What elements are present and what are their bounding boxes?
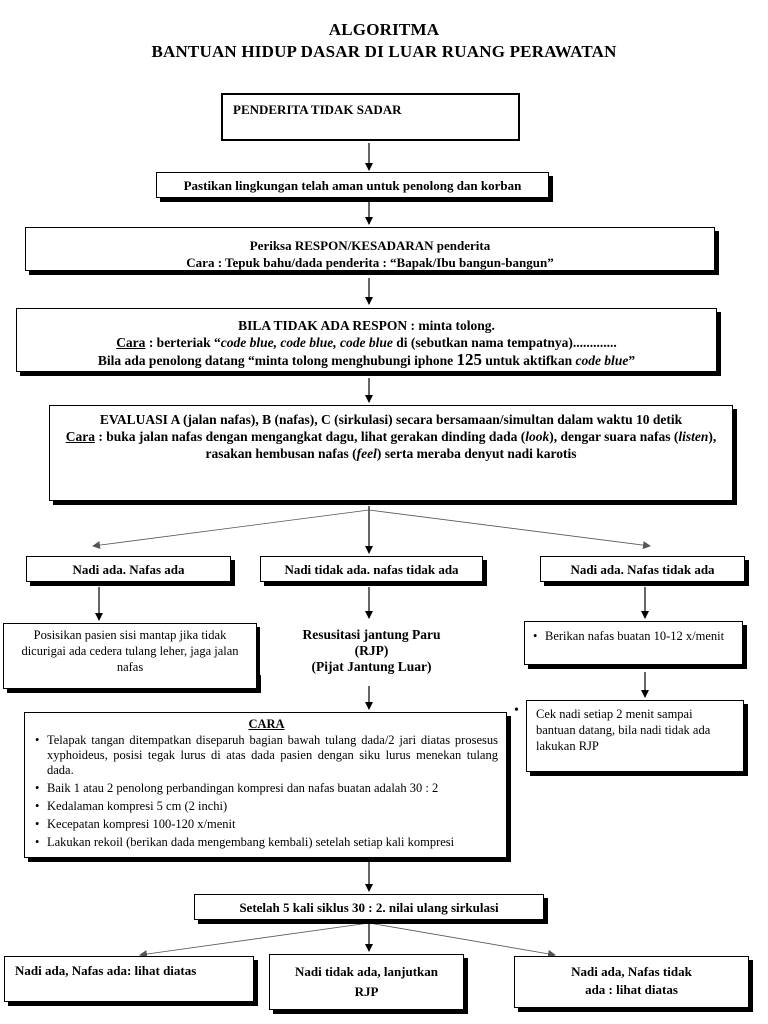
outcome-right-line1: Nadi ada, Nafas tidak <box>571 964 692 979</box>
branch-right-label: Nadi ada. Nafas tidak ada <box>570 562 715 577</box>
evaluate-line3: rasakan hembusan nafas (feel) serta mera… <box>205 446 577 461</box>
cara-item-3: Kedalaman kompresi 5 cm (2 inchi) <box>35 799 498 814</box>
outcome-left-box: Nadi ada, Nafas ada: lihat diatas <box>4 956 254 1002</box>
arrow-evaluate-to-right <box>368 509 651 550</box>
safety-label: Pastikan lingkungan telah aman untuk pen… <box>183 178 522 193</box>
outcome-right-line2: ada : lihat diatas <box>585 982 678 997</box>
check-response-box: Periksa RESPON/KESADARAN penderita Cara … <box>25 227 715 271</box>
outcome-center-box: Nadi tidak ada, lanjutkan RJP <box>269 954 464 1010</box>
evaluate-line1: EVALUASI A (jalan nafas), B (nafas), C (… <box>99 412 683 427</box>
no-response-line2: Cara : berteriak “code blue, code blue, … <box>116 335 617 350</box>
cara-item-2: Baik 1 atau 2 penolong perbandingan komp… <box>35 781 498 796</box>
cara-item-1: Telapak tangan ditempatkan diseparuh bag… <box>35 733 498 778</box>
evaluate-box: EVALUASI A (jalan nafas), B (nafas), C (… <box>49 405 733 501</box>
rjp-line2: (RJP) <box>354 643 389 658</box>
start-label: PENDERITA TIDAK SADAR <box>233 102 402 117</box>
branch-left-label: Nadi ada. Nafas ada <box>72 562 185 577</box>
rjp-line3: (Pijat Jantung Luar) <box>311 659 432 674</box>
arrow-cycle-to-left-outcome <box>139 922 370 958</box>
rjp-box: Resusitasi jantung Paru (RJP) (Pijat Jan… <box>260 621 483 675</box>
diagram-title-line2: BANTUAN HIDUP DASAR DI LUAR RUANG PERAWA… <box>151 42 617 61</box>
right-action2-bullet: • <box>514 703 519 718</box>
outcome-center-line1: Nadi tidak ada, lanjutkan <box>294 964 439 979</box>
arrow-evaluate-to-left <box>92 509 370 550</box>
branch-center-label-box: Nadi tidak ada. nafas tidak ada <box>260 556 483 582</box>
outcome-center-line2: RJP <box>354 984 379 999</box>
rjp-line1: Resusitasi jantung Paru <box>302 627 441 642</box>
branch-left-label-box: Nadi ada. Nafas ada <box>26 556 231 582</box>
branch-right-label-box: Nadi ada. Nafas tidak ada <box>540 556 745 582</box>
no-response-line1: BILA TIDAK ADA RESPON : minta tolong. <box>238 318 495 333</box>
cara-box: CARA Telapak tangan ditempatkan diseparu… <box>24 712 507 858</box>
no-response-line3: Bila ada penolong datang “minta tolong m… <box>97 350 636 369</box>
cara-item-5: Lakukan rekoil (berikan dada mengembang … <box>35 835 498 850</box>
arrow-cycle-to-right-outcome <box>368 922 556 958</box>
cara-heading: CARA <box>248 717 285 731</box>
left-action-box: Posisikan pasien sisi mantap jika tidak … <box>3 623 257 689</box>
left-action-text: Posisikan pasien sisi mantap jika tidak … <box>21 628 239 674</box>
right-action1-text: Berikan nafas buatan 10-12 x/menit <box>533 628 742 644</box>
evaluate-line2: Cara : buka jalan nafas dengan mengangka… <box>65 429 717 444</box>
no-response-box: BILA TIDAK ADA RESPON : minta tolong. Ca… <box>16 308 717 372</box>
check-line1: Periksa RESPON/KESADARAN penderita <box>249 238 491 253</box>
right-action2-box: Cek nadi setiap 2 menit sampai bantuan d… <box>526 700 744 772</box>
check-line2: Cara : Tepuk bahu/dada penderita : “Bapa… <box>186 255 554 270</box>
cara-item-4: Kecepatan kompresi 100-120 x/menit <box>35 817 498 832</box>
cycle-box: Setelah 5 kali siklus 30 : 2. nilai ulan… <box>194 894 544 920</box>
cycle-label: Setelah 5 kali siklus 30 : 2. nilai ulan… <box>239 900 499 915</box>
diagram-title-line1: ALGORITMA <box>328 20 440 39</box>
start-box: PENDERITA TIDAK SADAR <box>221 93 520 141</box>
right-action1-box: Berikan nafas buatan 10-12 x/menit <box>524 621 743 665</box>
outcome-left-text: Nadi ada, Nafas ada: lihat diatas <box>15 963 197 978</box>
outcome-right-box: Nadi ada, Nafas tidak ada : lihat diatas <box>514 956 749 1008</box>
branch-center-label: Nadi tidak ada. nafas tidak ada <box>284 562 459 577</box>
right-action2-text: Cek nadi setiap 2 menit sampai bantuan d… <box>536 707 711 753</box>
safety-box: Pastikan lingkungan telah aman untuk pen… <box>156 172 549 198</box>
